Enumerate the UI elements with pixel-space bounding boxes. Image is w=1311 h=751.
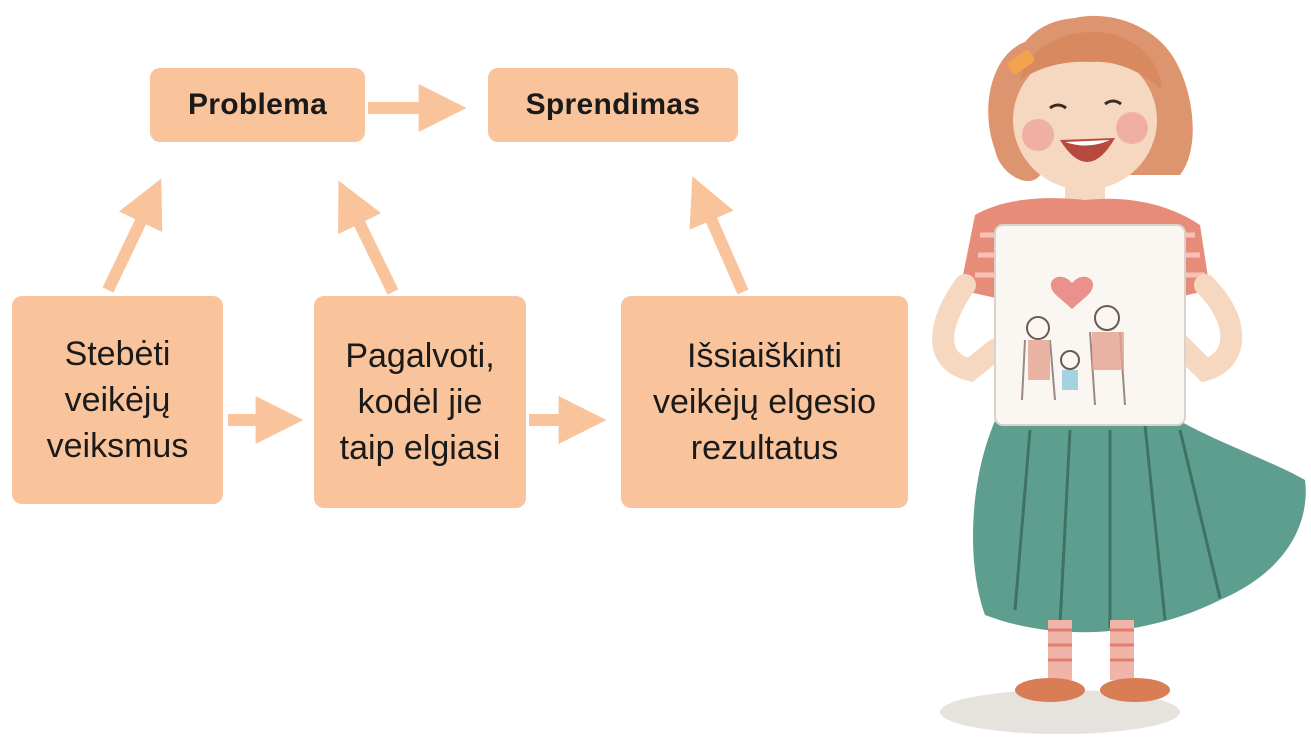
problem-label: Problema: [187, 88, 328, 121]
solution-label: Sprendimas: [525, 88, 701, 121]
arrow-think-to-problem: [338, 180, 399, 295]
results-step-box: Išsiaiškinti veikėjų elgesio rezultatus: [621, 296, 908, 508]
diagram-arrows: [102, 84, 749, 444]
results-step-label: Išsiaiškinti veikėjų elgesio rezultatus: [652, 337, 877, 467]
girl-illustration: [932, 15, 1306, 734]
solution-box: Sprendimas: [488, 68, 738, 142]
arrow-observe-to-problem: [102, 178, 163, 293]
think-step-box: Pagalvoti, kodėl jie taip elgiasi: [314, 296, 526, 508]
observe-step-box: Stebėti veikėjų veiksmus: [12, 296, 223, 504]
think-step-label: Pagalvoti, kodėl jie taip elgiasi: [339, 337, 501, 467]
problem-box: Problema: [150, 68, 365, 142]
arrow-results-to-solution: [689, 176, 749, 295]
observe-step-label: Stebėti veikėjų veiksmus: [46, 335, 189, 465]
